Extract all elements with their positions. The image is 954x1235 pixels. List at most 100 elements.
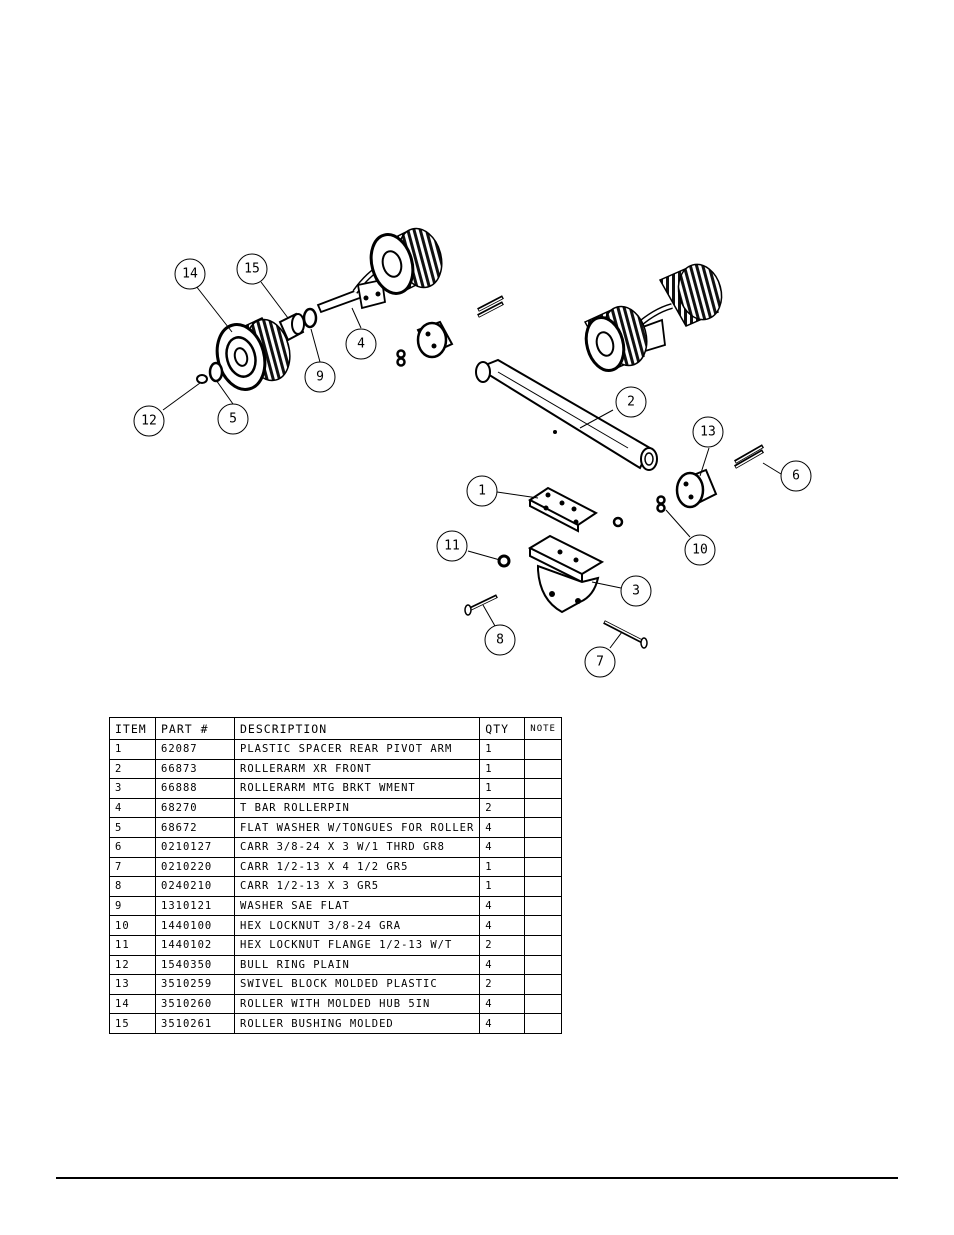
column-header-note: NOTE — [524, 717, 562, 740]
cell-description: ROLLER WITH MOLDED HUB 5IN — [233, 993, 481, 1015]
cell-description: CARR 1/2-13 X 3 GR5 — [233, 876, 481, 897]
swivel-block-left — [416, 320, 454, 359]
cell-item: 4 — [109, 797, 156, 819]
cell-qty: 4 — [479, 817, 526, 838]
cell-part: 1440100 — [155, 915, 235, 936]
cell-note — [524, 856, 562, 878]
cell-note — [524, 758, 562, 780]
rollerarm-tube — [475, 358, 658, 471]
roller-left-front — [215, 317, 291, 391]
cell-note — [524, 954, 562, 976]
swivel-block-right — [675, 468, 718, 509]
callout-13: 13 — [700, 425, 716, 440]
cell-qty: 1 — [479, 778, 526, 799]
flat-washer — [208, 361, 224, 383]
cell-item: 15 — [109, 1013, 156, 1034]
hex-locknut — [396, 357, 406, 367]
cell-item: 6 — [109, 836, 156, 858]
cell-qty: 2 — [479, 974, 526, 995]
cell-description: FLAT WASHER W/TONGUES FOR ROLLER — [233, 817, 481, 838]
callout-7: 7 — [596, 655, 604, 670]
cell-part: 0210220 — [155, 856, 235, 878]
hex-locknut — [656, 503, 666, 513]
callout-2: 2 — [627, 395, 635, 410]
cell-description: BULL RING PLAIN — [233, 954, 481, 976]
cell-description: ROLLERARM XR FRONT — [233, 758, 481, 780]
cell-part: 66873 — [155, 758, 235, 780]
cell-item: 10 — [109, 915, 156, 936]
callout-balloons — [133, 253, 812, 678]
cell-note — [524, 1013, 562, 1034]
cell-part: 3510259 — [155, 974, 235, 995]
callout-4: 4 — [357, 337, 365, 352]
column-header-description: DESCRIPTION — [233, 717, 481, 740]
cell-item: 1 — [109, 739, 156, 760]
cell-note — [524, 876, 562, 897]
callout-1: 1 — [478, 484, 486, 499]
column-header-qty: QTY — [479, 717, 526, 740]
cell-item: 8 — [109, 876, 156, 897]
cell-qty: 1 — [479, 856, 526, 878]
cell-part: 68672 — [155, 817, 235, 838]
carriage-bolts-right — [734, 444, 764, 469]
cell-item: 12 — [109, 954, 156, 976]
cell-item: 7 — [109, 856, 156, 878]
cell-qty: 4 — [479, 954, 526, 976]
cell-note — [524, 778, 562, 799]
cell-part: 1540350 — [155, 954, 235, 976]
cell-part: 1310121 — [155, 895, 235, 917]
cell-item: 3 — [109, 778, 156, 799]
cell-note — [524, 934, 562, 956]
cell-part: 1440102 — [155, 934, 235, 956]
cell-item: 5 — [109, 817, 156, 838]
cell-description: HEX LOCKNUT 3/8-24 GRA — [233, 915, 481, 936]
cell-description: WASHER SAE FLAT — [233, 895, 481, 917]
cell-note — [524, 993, 562, 1015]
cell-description: ROLLERARM MTG BRKT WMENT — [233, 778, 481, 799]
cell-qty: 1 — [479, 876, 526, 897]
carriage-bolt-4-5in — [603, 620, 648, 649]
roller-right-front — [583, 305, 648, 372]
cell-description: SWIVEL BLOCK MOLDED PLASTIC — [233, 974, 481, 995]
cell-item: 2 — [109, 758, 156, 780]
cell-part: 62087 — [155, 739, 235, 760]
cell-item: 14 — [109, 993, 156, 1015]
cell-qty: 2 — [479, 797, 526, 819]
cell-part: 0210127 — [155, 836, 235, 858]
exploded-assembly-diagram: 1 2 3 4 5 6 7 8 9 10 11 12 13 14 15 — [133, 227, 812, 678]
callout-14: 14 — [182, 267, 198, 282]
cell-part: 3510260 — [155, 993, 235, 1015]
cell-description: CARR 3/8-24 X 3 W/1 THRD GR8 — [233, 836, 481, 858]
carriage-bolts-top — [477, 295, 504, 318]
cell-qty: 4 — [479, 915, 526, 936]
column-header-part: PART # — [155, 717, 235, 740]
cell-part: 66888 — [155, 778, 235, 799]
bull-ring — [196, 374, 208, 384]
cell-item: 9 — [109, 895, 156, 917]
cell-description: PLASTIC SPACER REAR PIVOT ARM — [233, 739, 481, 760]
cell-description: ROLLER BUSHING MOLDED — [233, 1013, 481, 1034]
roller-left-rear — [369, 227, 443, 295]
cell-note — [524, 739, 562, 760]
cell-qty: 4 — [479, 836, 526, 858]
carriage-bolt-3in — [464, 594, 498, 616]
cell-qty: 2 — [479, 934, 526, 956]
footer-rule — [56, 1177, 898, 1179]
mounting-bracket — [527, 534, 605, 614]
callout-8: 8 — [496, 633, 504, 648]
cell-note — [524, 974, 562, 995]
column-header-item: ITEM — [109, 717, 156, 740]
hex-locknut — [656, 495, 666, 505]
cell-note — [524, 915, 562, 936]
